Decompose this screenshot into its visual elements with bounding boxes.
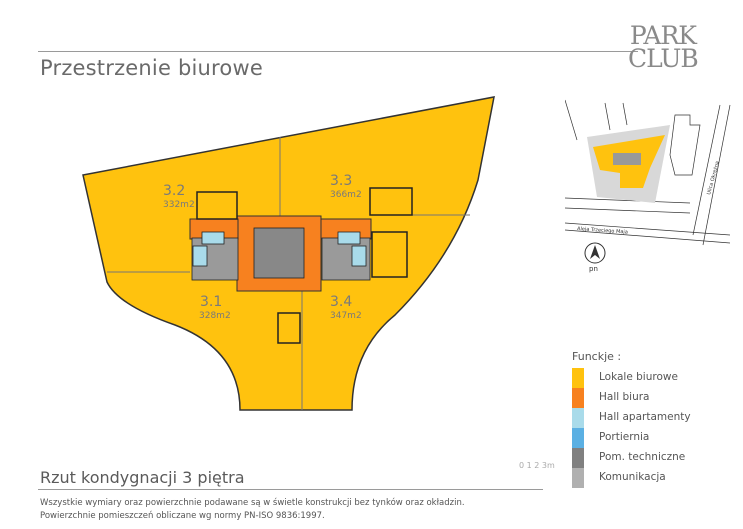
legend-swatch [572,448,584,468]
header-divider [38,51,638,52]
legend-label: Hall biura [599,391,650,403]
park-club-logo: PARK CLUB [628,21,699,73]
legend-label: Lokale biurowe [599,371,678,383]
unit-area: 332m2 [163,200,195,210]
legend-label: Portiernia [599,431,650,443]
logo-line-2: CLUB [628,44,699,73]
footnote: Wszystkie wymiary oraz powierzchnie poda… [40,498,465,508]
unit-area: 328m2 [199,311,231,321]
legend-label: Komunikacja [599,471,666,483]
legend-swatch [572,428,584,448]
logo-line-1: PARK [629,21,697,50]
legend-title: Funckje : [572,350,622,363]
floor-title: Rzut kondygnacji 3 piętra [40,468,245,487]
legend-swatch [572,408,584,428]
north-arrow-icon [584,242,606,264]
scale-bar: 0 1 2 3m [519,461,555,470]
legend-swatch [572,468,584,488]
small-rooms [196,187,413,344]
site-map: Aleja Trzeciego Maja Ulica Okrężna pn [565,99,731,273]
north-label: pn [589,265,598,273]
cores [191,227,371,281]
site-building-core [613,153,641,165]
unit-label: 3.4 [330,294,352,310]
street-label: Aleja Trzeciego Maja [577,226,628,236]
unit-label: 3.3 [330,173,352,189]
legend-label: Hall apartamenty [599,411,691,423]
legend-label: Pom. techniczne [599,451,686,463]
page-title: Przestrzenie biurowe [40,56,263,80]
unit-label: 3.2 [163,183,185,199]
footnote: Powierzchnie pomieszczeń obliczane wg no… [40,511,325,521]
site-map-lines [565,99,731,246]
footer-divider [38,489,543,490]
unit-label: 3.1 [200,294,222,310]
legend-swatch [572,368,584,388]
unit-area: 347m2 [330,311,362,321]
legend-swatch [572,388,584,408]
unit-area: 366m2 [330,190,362,200]
